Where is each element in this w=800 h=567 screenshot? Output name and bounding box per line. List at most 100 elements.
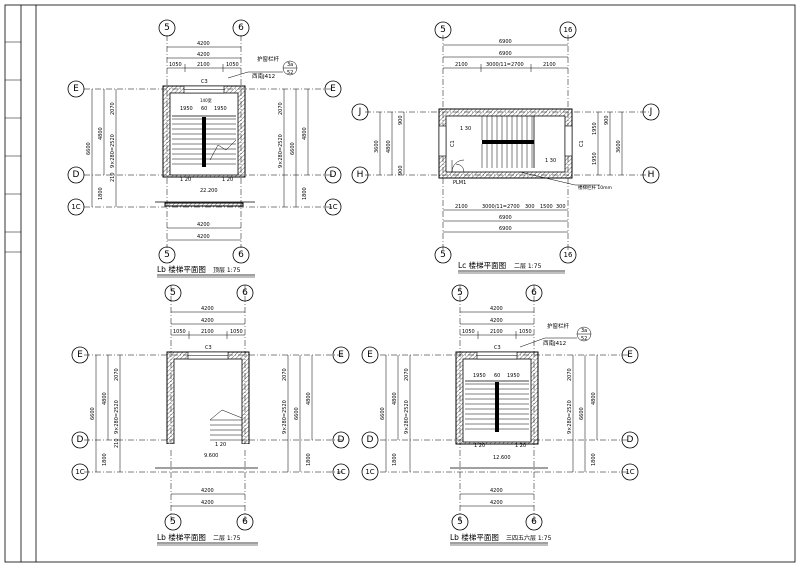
dim-text: 3000/11=2700 [482, 204, 520, 210]
axis-bubble: H [351, 166, 369, 184]
svg-text:H: H [648, 170, 655, 180]
stair-flight-right-3 [499, 383, 529, 430]
dim-text: 9×280=2520 [404, 400, 410, 434]
dim-text: 2070 [282, 368, 288, 381]
axis-bubble: 1C [332, 463, 350, 481]
dim-text: 9×280=2520 [278, 134, 284, 168]
svg-text:H: H [357, 170, 364, 180]
plan-1 [84, 35, 333, 278]
svg-text:D: D [338, 435, 345, 445]
axis-bubble: D [324, 166, 342, 184]
svg-text:5: 5 [440, 250, 446, 260]
plan-2 [84, 285, 343, 546]
window-label: C1 [450, 140, 456, 147]
axis-bubble: H [642, 166, 660, 184]
svg-text:6: 6 [531, 517, 537, 527]
ref-num: 3a [287, 62, 293, 68]
plan-scale: 二层 1:75 [514, 263, 542, 270]
axis-bubble: 6 [525, 284, 543, 302]
level-mark: 22.200 [200, 188, 218, 194]
dim-text: 6600 [290, 142, 296, 155]
dim-text: 900 [398, 115, 404, 125]
dim-text: 4200 [201, 306, 214, 312]
dim-text: 3000/11=2700 [486, 62, 524, 68]
svg-text:1C: 1C [71, 203, 80, 211]
axis-bubble: 5 [434, 21, 452, 39]
plan-scale: 顶层 1:75 [213, 267, 241, 274]
dim-text: 1800 [392, 453, 398, 466]
dim-text: 6900 [499, 215, 512, 221]
dim-text: 2070 [114, 368, 120, 381]
dim-text: 1050 [519, 329, 532, 335]
stair-flight-top-4 [481, 116, 533, 140]
axis-bubble: E [621, 346, 639, 364]
dim-text: 2100 [543, 62, 556, 68]
dim-text: 1 30 [460, 126, 471, 132]
dim-text: 900 [604, 115, 610, 125]
axis-bubble: D [67, 166, 85, 184]
dim-text: 4800 [306, 392, 312, 405]
svg-text:5: 5 [170, 517, 176, 527]
plan-scale: 二层 1:75 [213, 535, 241, 542]
dim-text: 6600 [294, 407, 300, 420]
dim-text: 1950 [473, 373, 486, 379]
dim-text: 1800 [306, 453, 312, 466]
axis-bubble: 5 [164, 513, 182, 531]
axis-bubble: 1C [621, 463, 639, 481]
dim-text: 6900 [499, 226, 512, 232]
plan-title: Lc 楼梯平面图 [458, 260, 506, 270]
axis-bubble: 6 [232, 19, 250, 37]
axis-bubble: 6 [236, 513, 254, 531]
dim-text: 9×280=2520 [567, 400, 573, 434]
axis-bubble: 5 [451, 513, 469, 531]
dim-text: 1950 [180, 106, 193, 112]
dim-text: 4800 [302, 127, 308, 140]
dim-text: 4200 [201, 500, 214, 506]
dim-text: 1800 [302, 187, 308, 200]
svg-text:5: 5 [440, 25, 446, 35]
svg-text:D: D [627, 435, 634, 445]
axis-bubble: 5 [434, 246, 452, 264]
dim-text: 6600 [90, 407, 96, 420]
svg-text:E: E [73, 84, 79, 94]
dim-text: 9×280=2520 [114, 400, 120, 434]
axis-bubbles: 5 6 5 6 E D 1C E D 1C 5 6 5 6 E D 1C E D… [67, 19, 660, 531]
dim-text: 2070 [404, 368, 410, 381]
dim-text: 6600 [86, 142, 92, 155]
svg-text:J: J [358, 107, 362, 117]
detail-ref-note: 西南J412 [252, 72, 275, 80]
detail-ref-note: 西南J412 [543, 339, 566, 347]
svg-text:6: 6 [238, 23, 244, 33]
svg-text:5: 5 [170, 288, 176, 298]
dim-text: 1050 [226, 62, 239, 68]
dim-text: 3600 [616, 140, 622, 153]
dim-text: 4800 [386, 140, 392, 153]
dim-text: 2100 [197, 62, 210, 68]
dim-text: 4200 [197, 234, 210, 240]
axis-bubble: E [361, 346, 379, 364]
svg-text:1C: 1C [336, 468, 345, 476]
dim-text: 900 [398, 165, 404, 175]
dim-text: 9×280=2520 [282, 400, 288, 434]
dim-text: 2070 [110, 102, 116, 115]
svg-text:D: D [77, 435, 84, 445]
dim-text: 2100 [201, 329, 214, 335]
axis-bubble: 5 [451, 284, 469, 302]
dim-text: 2100 [455, 204, 468, 210]
svg-text:6: 6 [242, 517, 248, 527]
dim-text: 210 [114, 438, 120, 448]
plan-scale: 三四五六层 1:75 [506, 534, 552, 542]
dim-text: 1050 [462, 329, 475, 335]
railing-note: 护窗栏杆 [257, 55, 280, 63]
dim-text: 1950 [214, 106, 227, 112]
svg-text:6: 6 [531, 288, 537, 298]
ref-den: 52 [287, 70, 293, 76]
dim-text: 4800 [102, 392, 108, 405]
axis-bubble: 16 [559, 246, 577, 264]
level-mark: 12.600 [493, 455, 511, 461]
axis-bubble: 5 [164, 284, 182, 302]
axis-bubble: 5 [158, 19, 176, 37]
dimension-texts: 4200 4200 1050 2100 1050 4200 4200 6600 … [86, 39, 622, 542]
dim-text: 4200 [490, 500, 503, 506]
axis-bubble: E [332, 346, 350, 364]
